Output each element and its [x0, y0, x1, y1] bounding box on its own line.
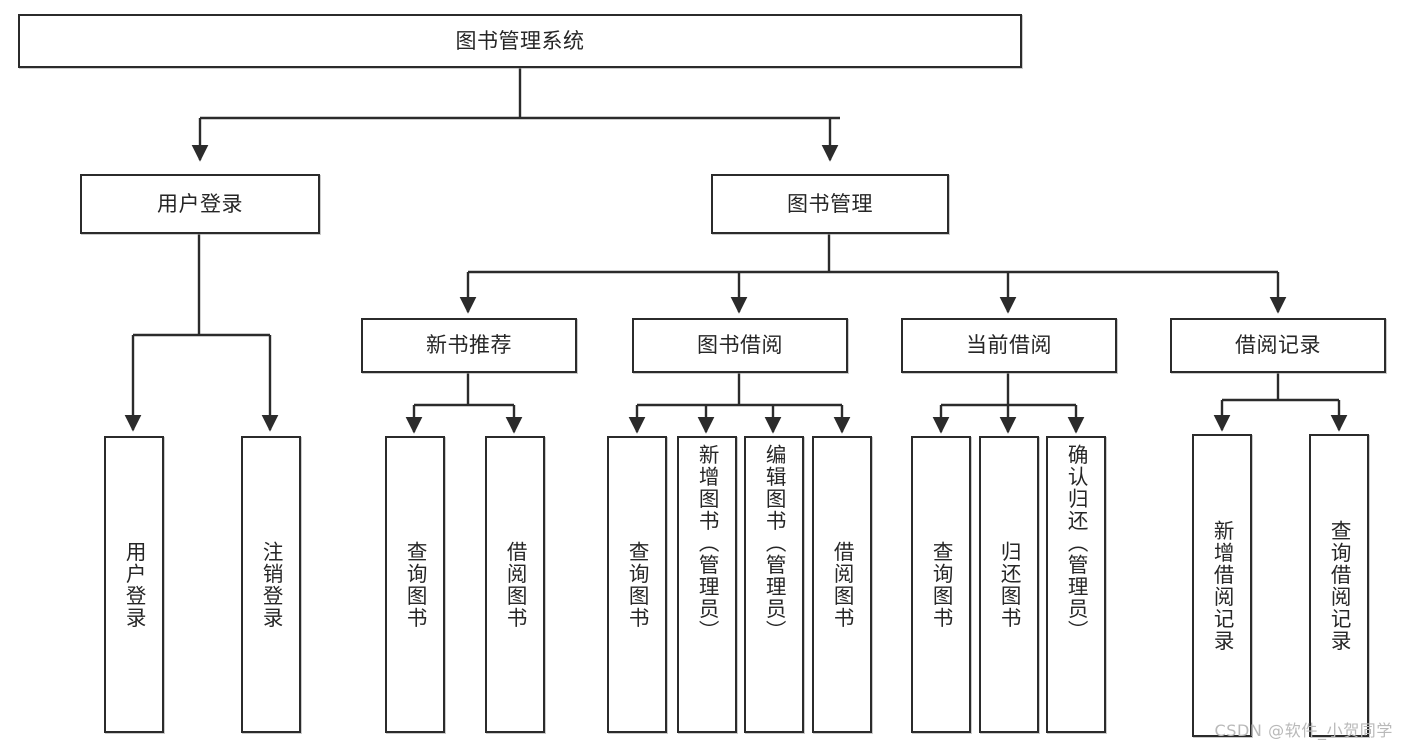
node-label: 图书借阅	[697, 333, 783, 358]
node-book-management[interactable]: 图书管理	[711, 174, 949, 234]
node-label: 查询图书	[929, 540, 954, 629]
node-borrow-record[interactable]: 借阅记录	[1170, 318, 1386, 373]
node-label: 新增借阅记录	[1210, 519, 1235, 652]
node-label: 查询图书	[403, 540, 428, 629]
node-label: 图书管理系统	[455, 28, 585, 53]
node-new-book-recommend[interactable]: 新书推荐	[361, 318, 577, 373]
leaf-query-book-borrow[interactable]: 查询图书	[607, 436, 667, 733]
node-label: 当前借阅	[966, 333, 1052, 358]
leaf-borrow-book[interactable]: 借阅图书	[812, 436, 872, 733]
leaf-edit-book-admin[interactable]: 编辑图书（管理员）	[744, 436, 804, 733]
leaf-add-book-admin[interactable]: 新增图书（管理员）	[677, 436, 737, 733]
leaf-borrow-book-new[interactable]: 借阅图书	[485, 436, 545, 733]
leaf-user-login[interactable]: 用户登录	[104, 436, 164, 733]
node-label: 查询图书	[625, 540, 650, 629]
node-label: 借阅图书	[503, 540, 528, 629]
node-label: 用户登录	[157, 191, 243, 216]
node-label: 借阅图书	[830, 540, 855, 629]
node-label: 图书管理	[787, 191, 873, 216]
node-book-borrow[interactable]: 图书借阅	[632, 318, 848, 373]
node-label: 注销登录	[259, 540, 284, 629]
leaf-query-book-new[interactable]: 查询图书	[385, 436, 445, 733]
leaf-return-book[interactable]: 归还图书	[979, 436, 1039, 733]
node-label: 新书推荐	[426, 333, 512, 358]
node-user-login[interactable]: 用户登录	[80, 174, 320, 234]
csdn-watermark: CSDN @软件_小贺同学	[1214, 721, 1393, 740]
leaf-confirm-return-admin[interactable]: 确认归还（管理员）	[1046, 436, 1106, 733]
node-current-borrow[interactable]: 当前借阅	[901, 318, 1117, 373]
node-label: 确认归还（管理员）	[1064, 444, 1089, 642]
node-label: 编辑图书（管理员）	[762, 444, 787, 642]
leaf-query-book-current[interactable]: 查询图书	[911, 436, 971, 733]
node-label: 用户登录	[122, 540, 147, 629]
node-label: 借阅记录	[1235, 333, 1321, 358]
node-label: 查询借阅记录	[1327, 519, 1352, 652]
node-label: 归还图书	[997, 540, 1022, 629]
leaf-add-borrow-record[interactable]: 新增借阅记录	[1192, 434, 1252, 737]
node-label: 新增图书（管理员）	[695, 444, 720, 642]
leaf-query-borrow-record[interactable]: 查询借阅记录	[1309, 434, 1369, 737]
leaf-logout-login[interactable]: 注销登录	[241, 436, 301, 733]
node-root-book-management-system[interactable]: 图书管理系统	[18, 14, 1022, 68]
